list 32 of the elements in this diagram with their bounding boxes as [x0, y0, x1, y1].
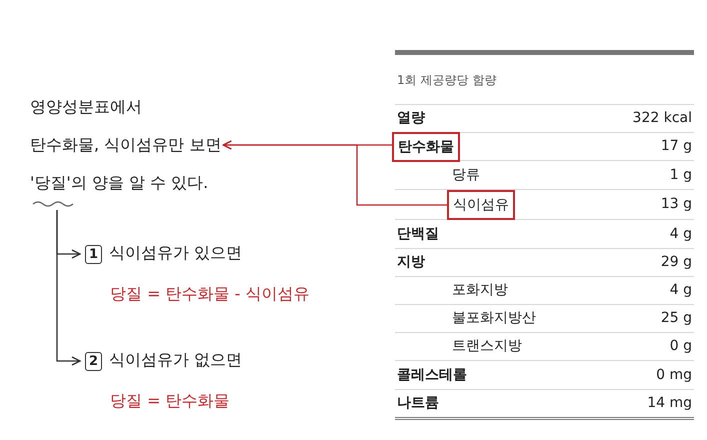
nutrient-amount: 0 g — [670, 337, 692, 355]
condition-text: 식이섬유가 없으면 — [109, 350, 242, 371]
condition-text: 식이섬유가 있으면 — [109, 243, 242, 264]
nutrient-name: 트랜스지방 — [452, 337, 522, 355]
arrow — [56, 210, 81, 366]
nutrient-name: 열량 — [397, 109, 425, 127]
step-number: 1 — [85, 245, 102, 264]
nutrient-amount: 14 mg — [647, 394, 692, 412]
nutrient-name: 포화지방 — [452, 281, 508, 299]
nutrient-name: 나트륨 — [397, 394, 439, 412]
highlighted-cell: 식이섬유 — [447, 190, 515, 220]
nutrient-name: 지방 — [397, 253, 425, 271]
nutrient-amount: 0 mg — [656, 366, 692, 384]
nutrient-amount: 1 g — [670, 166, 692, 184]
formula-text: 당질 = 탄수화물 - 식이섬유 — [110, 284, 310, 305]
nutrient-name: 불포화지방산 — [452, 309, 536, 327]
highlighted-cell: 탄수화물 — [392, 132, 460, 162]
step-number: 2 — [85, 352, 102, 371]
arrow — [222, 140, 447, 206]
nutrient-amount: 13 g — [660, 195, 692, 213]
nutrient-amount: 25 g — [660, 309, 692, 327]
nutrient-amount: 4 g — [670, 281, 692, 299]
nutrient-amount: 17 g — [660, 137, 692, 155]
description-text: 영양성분표에서 탄수화물, 식이섬유만 보면 '당질'의 양을 알 수 있다. — [30, 96, 222, 194]
formula-text: 당질 = 탄수화물 — [110, 391, 230, 412]
nutrient-amount: 29 g — [660, 253, 692, 271]
nutrient-name: 당류 — [452, 166, 480, 184]
nutrient-amount: 322 kcal — [632, 109, 692, 127]
nutrient-name: 콜레스테롤 — [397, 366, 467, 384]
nutrient-name: 단백질 — [397, 225, 439, 243]
table-heading: 1회 제공량당 함량 — [397, 72, 496, 89]
nutrient-amount: 4 g — [670, 225, 692, 243]
